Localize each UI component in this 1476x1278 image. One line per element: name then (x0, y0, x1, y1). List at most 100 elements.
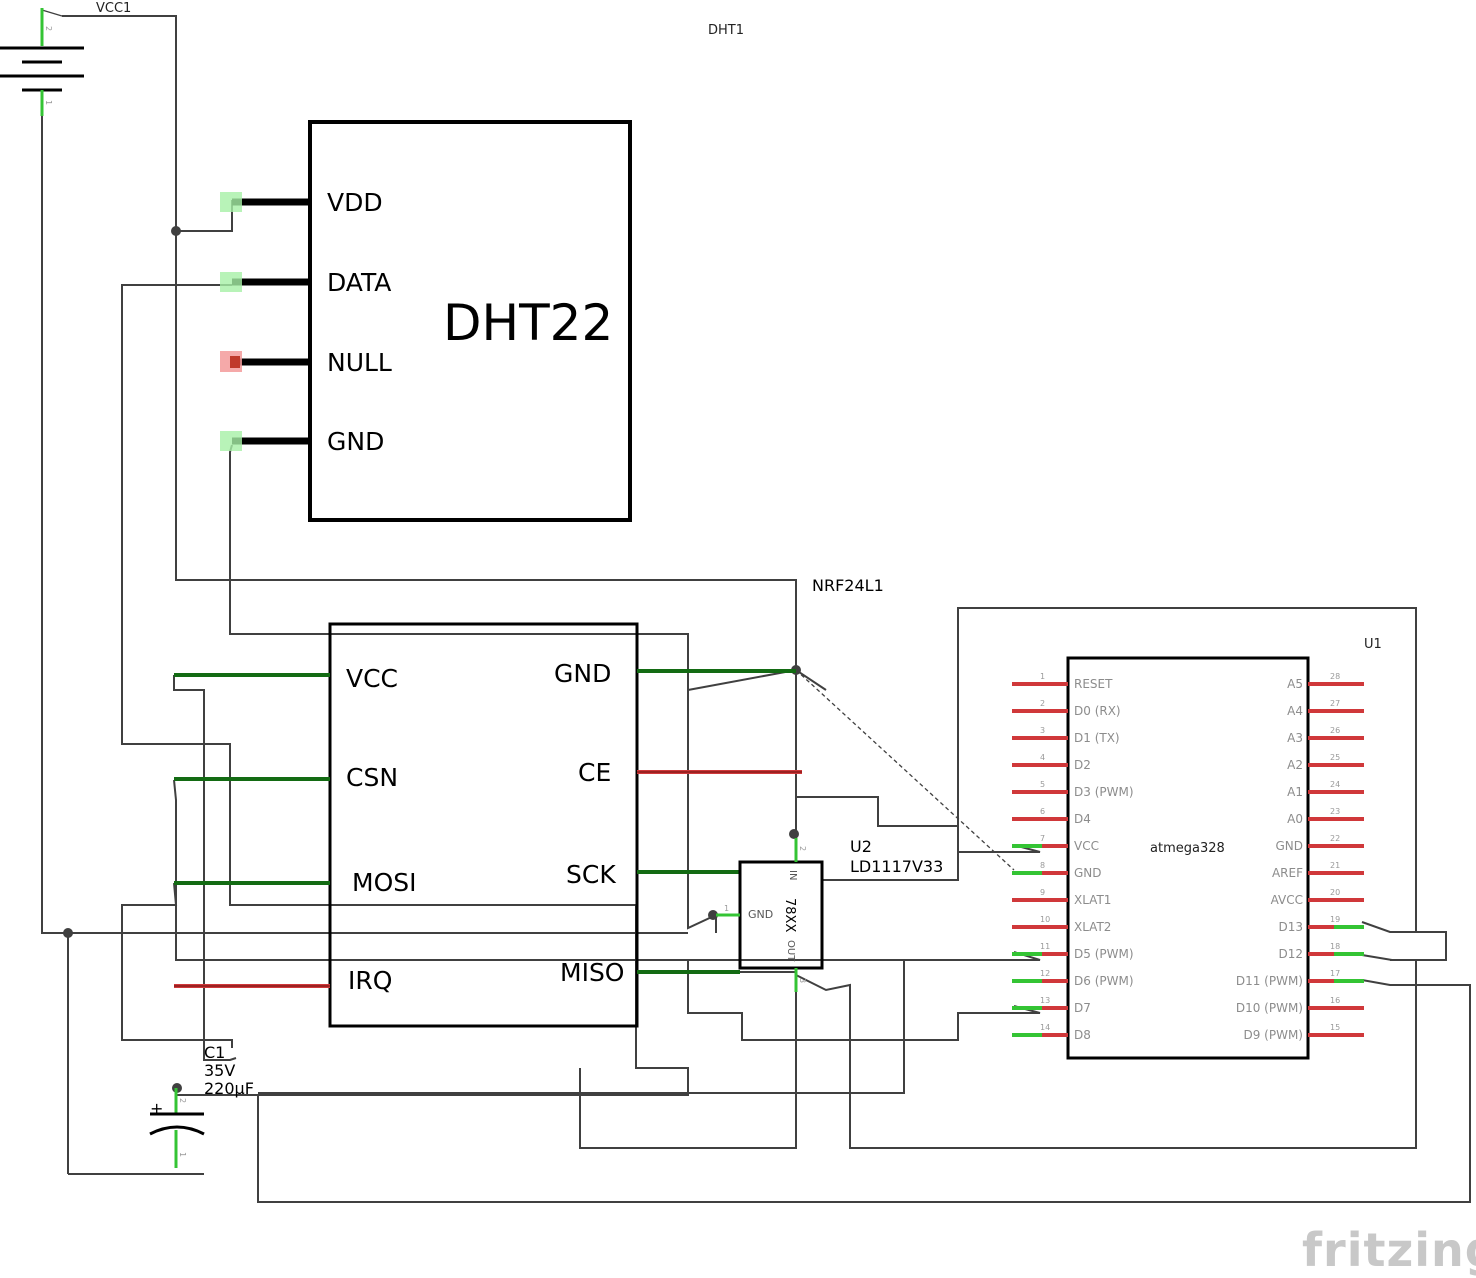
mcu-pin-label: XLAT1 (1074, 893, 1111, 907)
mcu-pin-number: 22 (1330, 834, 1340, 843)
mcu-pin-number: 7 (1040, 834, 1045, 843)
mcu-pin-number: 25 (1330, 753, 1340, 762)
fritzing-logo: fritzing (1302, 1223, 1476, 1277)
dht-pin-label: DATA (327, 268, 391, 297)
regulator-part-label: LD1117V33 (850, 857, 943, 876)
junctions (63, 226, 801, 1093)
wire-miso[interactable] (795, 959, 1417, 1149)
junction-dot (171, 226, 181, 236)
mcu-pin-label: D4 (1074, 812, 1091, 826)
mcu-pin-number: 18 (1330, 942, 1340, 951)
capacitor-c1[interactable]: C1 35V 220µF + 2 1 (149, 1043, 254, 1168)
dht-part-label: DHT22 (443, 294, 613, 352)
wire-vcc-stub[interactable] (41, 9, 63, 17)
mcu-pin-number: 8 (1040, 861, 1045, 870)
regulator-u2[interactable]: U2 LD1117V33 GND 1 2 3 IN 78XX OUT (716, 837, 943, 992)
dht22-sensor[interactable]: DHT1 DHT22 VDD DATA NULL GND (220, 23, 744, 522)
mcu-pin-number: 14 (1040, 1023, 1050, 1032)
nrf-pin-label: GND (554, 659, 611, 688)
nrf-pin-label: CE (578, 758, 611, 787)
wire-reg-out[interactable] (822, 826, 959, 881)
regulator-body-label: 78XX (782, 898, 797, 932)
mcu-pin-label: D11 (PWM) (1236, 974, 1303, 988)
junction-dot (63, 928, 73, 938)
battery-vcc1[interactable]: VCC1 2 1 (0, 1, 131, 116)
wire-d12[interactable] (1361, 921, 1447, 961)
regulator-pin-number: 3 (798, 978, 807, 983)
mcu-pin-number: 10 (1040, 915, 1050, 924)
mcu-pin-number: 1 (1040, 672, 1045, 681)
dht-pin-label: VDD (327, 188, 383, 217)
wire-gnd-ratsnest[interactable] (795, 669, 1015, 871)
mcu-pin-label: D7 (1074, 1001, 1091, 1015)
wire-battery-gnd[interactable] (41, 108, 688, 934)
dht-pin-connector-null-core (230, 356, 240, 368)
wires (41, 9, 1471, 1203)
capacitor-polarity-label: + (150, 1099, 163, 1118)
mcu-pin-label: VCC (1074, 839, 1099, 853)
mcu-pin-number: 28 (1330, 672, 1340, 681)
dht-pin-connector-gnd[interactable] (220, 431, 242, 451)
mcu-pin-label: AREF (1272, 866, 1303, 880)
wire-vcc-top[interactable] (62, 15, 797, 670)
junction-dot (708, 910, 718, 920)
wire-dht-data[interactable] (121, 284, 689, 1096)
nrf24l01-module[interactable]: NRF24L1 VCC CSN MOSI IRQ GND CE SCK MISO (174, 576, 884, 1028)
mcu-pin-number: 21 (1330, 861, 1340, 870)
mcu-pin-label: D12 (1278, 947, 1303, 961)
regulator-ref-label: U2 (850, 837, 872, 856)
nrf-body (328, 622, 639, 1028)
wire-d7[interactable] (687, 960, 1041, 1041)
mcu-pin-number: 24 (1330, 780, 1340, 789)
regulator-pin-number: 2 (798, 846, 807, 851)
wire-nrf-csn[interactable] (173, 779, 905, 1094)
mcu-pin-number: 17 (1330, 969, 1340, 978)
mcu-pin-number: 20 (1330, 888, 1340, 897)
mcu-pin-label: A0 (1287, 812, 1303, 826)
junction-dot (789, 829, 799, 839)
mcu-pin-number: 13 (1040, 996, 1050, 1005)
mcu-pin-label: GND (1275, 839, 1303, 853)
wire-nrf-mosi[interactable] (121, 882, 233, 1048)
mcu-pin-label: D2 (1074, 758, 1091, 772)
dht-pin-label: GND (327, 427, 384, 456)
dht-pin-connector-vdd[interactable] (220, 192, 242, 212)
wire-d11[interactable] (257, 979, 1471, 1203)
mcu-pin-label: A5 (1287, 677, 1303, 691)
capacitor-value-label: 220µF (204, 1079, 254, 1098)
mcu-pin-number: 23 (1330, 807, 1340, 816)
mcu-pin-number: 26 (1330, 726, 1340, 735)
mcu-pin-label: XLAT2 (1074, 920, 1111, 934)
nrf-pin-label: VCC (346, 664, 398, 693)
mcu-part-label: atmega328 (1150, 841, 1225, 856)
wire-dht-gnd[interactable] (229, 444, 717, 930)
battery-pin-number: 1 (44, 100, 53, 105)
capacitor-pin-number: 2 (178, 1098, 187, 1103)
nrf-ref-label: NRF24L1 (812, 576, 884, 595)
mcu-pin-label: GND (1074, 866, 1102, 880)
nrf-pin-label: SCK (566, 860, 616, 889)
regulator-pin-number: 1 (724, 904, 729, 913)
capacitor-pin-number: 1 (178, 1152, 187, 1157)
mcu-pin-label: A3 (1287, 731, 1303, 745)
mcu-pin-label: A2 (1287, 758, 1303, 772)
mcu-pin-number: 9 (1040, 888, 1045, 897)
mcu-pin-number: 12 (1040, 969, 1050, 978)
mcu-pin-label: AVCC (1271, 893, 1303, 907)
capacitor-voltage-label: 35V (204, 1061, 235, 1080)
mcu-pin-label: D1 (TX) (1074, 731, 1120, 745)
nrf-pin-label: MOSI (352, 868, 417, 897)
wire-nrf-vcc[interactable] (173, 675, 237, 1061)
mcu-pin-label: A1 (1287, 785, 1303, 799)
dht-pin-label: NULL (327, 348, 392, 377)
mcu-pin-label: D9 (PWM) (1243, 1028, 1303, 1042)
mcu-pin-number: 4 (1040, 753, 1045, 762)
mcu-pin-number: 15 (1330, 1023, 1340, 1032)
wire-sck[interactable] (579, 985, 797, 1149)
dht-pin-connector-data[interactable] (220, 272, 242, 292)
capacitor-ref-label: C1 (204, 1043, 225, 1062)
mcu-pin-number: 3 (1040, 726, 1045, 735)
